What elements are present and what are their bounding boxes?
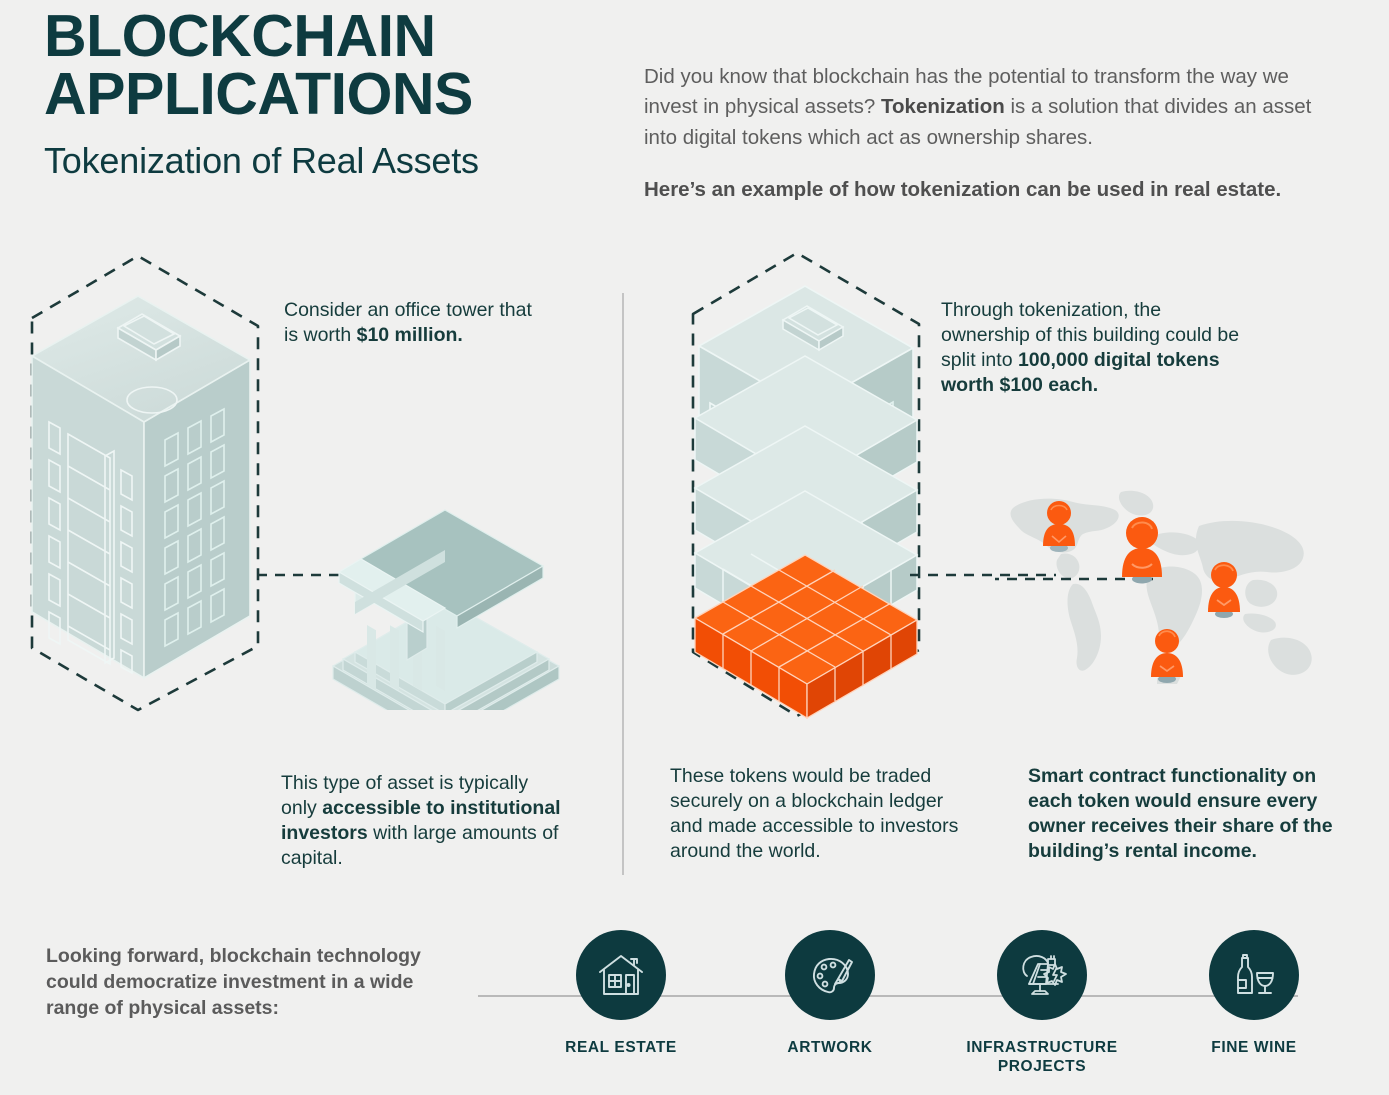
- column-divider: [622, 293, 624, 875]
- asset-category-infrastructure[interactable]: INFRASTRUCTURE PROJECTS: [952, 930, 1132, 1077]
- investor-pin-1: [1043, 501, 1075, 552]
- intro-paragraph-block: Did you know that blockchain has the pot…: [644, 62, 1324, 205]
- page-subtitle: Tokenization of Real Assets: [44, 139, 479, 181]
- page-title: BLOCKCHAIN APPLICATIONS Tokenization of …: [44, 3, 624, 182]
- callout-institutional-emphasis: accessible to institutional investors: [281, 796, 561, 844]
- institution-building-illustration: [331, 509, 561, 710]
- title-line-2: APPLICATIONS: [44, 60, 473, 127]
- intro-text-part-1: Did you know that blockchain has the pot…: [644, 65, 1289, 119]
- callout-trading: These tokens would be traded securely on…: [670, 765, 959, 862]
- investor-pin-group: [1043, 501, 1240, 683]
- investor-pin-3: [1208, 562, 1240, 618]
- intro-call-to-action: Here’s an example of how tokenization ca…: [644, 177, 1282, 201]
- footer-intro-text: Looking forward, blockchain technology c…: [46, 945, 421, 1019]
- asset-category-fine-wine[interactable]: FINE WINE: [1164, 930, 1344, 1057]
- callout-tokenization-value: 100,000 digital tokens worth $100 each.: [941, 348, 1220, 396]
- callout-institutional-text-1: This type of asset is typically only: [281, 772, 529, 819]
- investor-pin-4: [1151, 629, 1183, 683]
- callout-office-tower: Consider an office tower that is worth $…: [284, 298, 534, 348]
- asset-label-real-estate: REAL ESTATE: [565, 1039, 677, 1056]
- intro-keyword: Tokenization: [881, 95, 1005, 119]
- office-tower-illustration: [30, 254, 260, 712]
- callout-office-tower-value: $10 million.: [356, 323, 463, 346]
- world-map-illustration: [995, 490, 1312, 684]
- intro-paragraph: Did you know that blockchain has the pot…: [644, 62, 1324, 153]
- footer-connector-line: [478, 995, 1298, 997]
- callout-tokenization-text: Through tokenization, the ownership of t…: [941, 299, 1240, 371]
- callout-institutional-text-2: with large amounts of capital.: [281, 821, 559, 869]
- intro-text-part-2: is a solution that divides an asset into…: [644, 95, 1312, 149]
- tokenized-tower-illustration: [691, 251, 921, 720]
- title-line-1: BLOCKCHAIN: [44, 3, 436, 69]
- asset-label-fine-wine: FINE WINE: [1211, 1039, 1297, 1056]
- palette-icon: [785, 930, 875, 1020]
- callout-smart-contract: Smart contract functionality on each tok…: [1028, 765, 1333, 862]
- callout-tokenization-split: Through tokenization, the ownership of t…: [941, 298, 1241, 398]
- callout-institutional-access: This type of asset is typically only acc…: [281, 771, 566, 871]
- callout-office-tower-text: Consider an office tower that is worth: [284, 299, 532, 346]
- house-icon: [576, 930, 666, 1020]
- asset-label-infrastructure: INFRASTRUCTURE PROJECTS: [966, 1039, 1118, 1076]
- solar-panel-icon: [997, 930, 1087, 1020]
- investor-pin-2: [1122, 517, 1162, 584]
- connector-right: [910, 573, 1056, 577]
- wine-bottle-glass-icon: [1209, 930, 1299, 1020]
- asset-category-artwork[interactable]: ARTWORK: [740, 930, 920, 1057]
- asset-label-artwork: ARTWORK: [787, 1039, 873, 1056]
- asset-category-real-estate[interactable]: REAL ESTATE: [531, 930, 711, 1057]
- asset-category-row: REAL ESTATE ARTWORK: [478, 930, 1308, 1095]
